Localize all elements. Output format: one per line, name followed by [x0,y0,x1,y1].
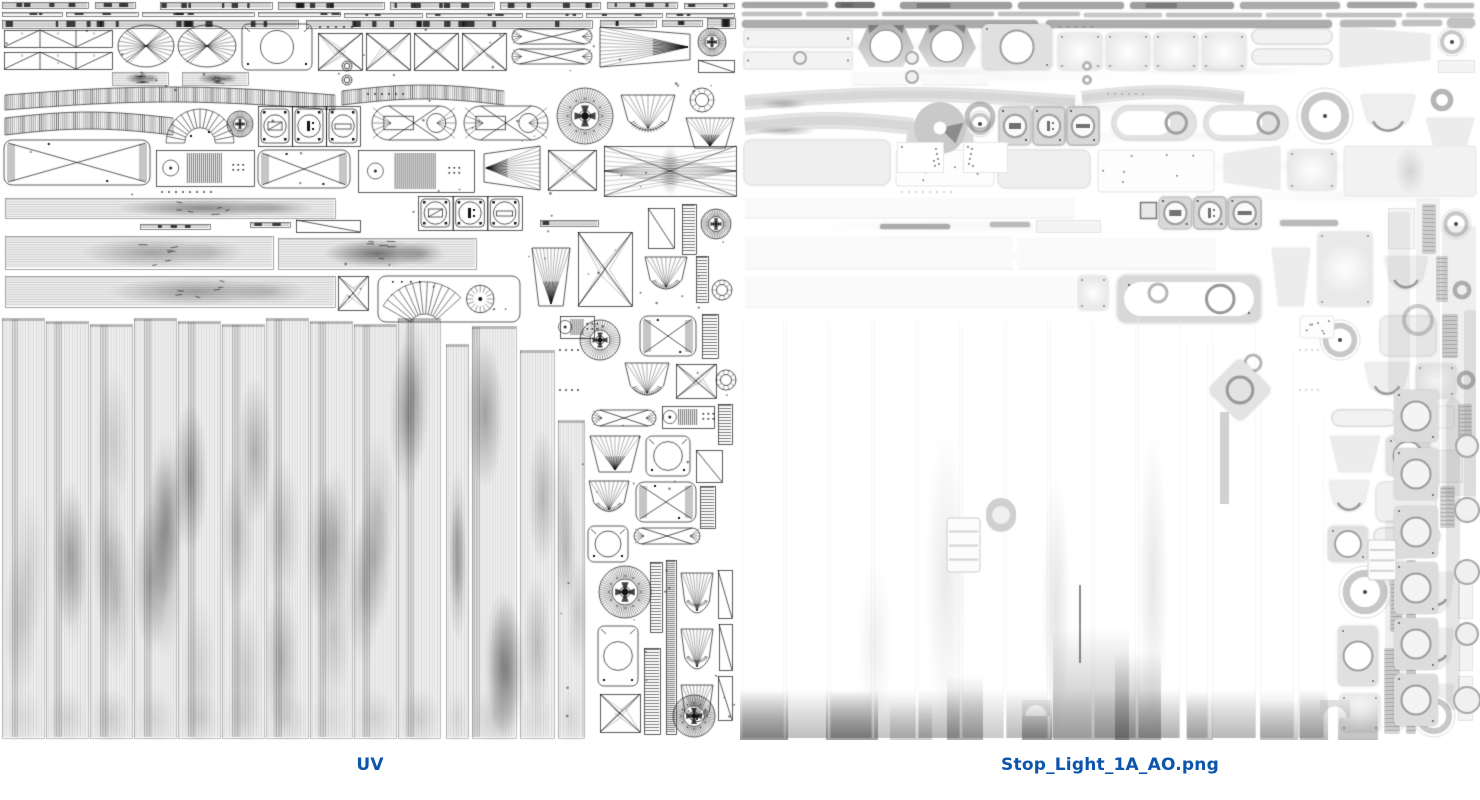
uv-map-panel: UV [0,0,740,775]
ao-map-image [740,0,1480,740]
uv-map-image [0,0,740,740]
uv-map-caption: UV [356,755,384,775]
ao-map-panel: Stop_Light_1A_AO.png [740,0,1480,775]
ao-map-caption: Stop_Light_1A_AO.png [1001,755,1219,775]
